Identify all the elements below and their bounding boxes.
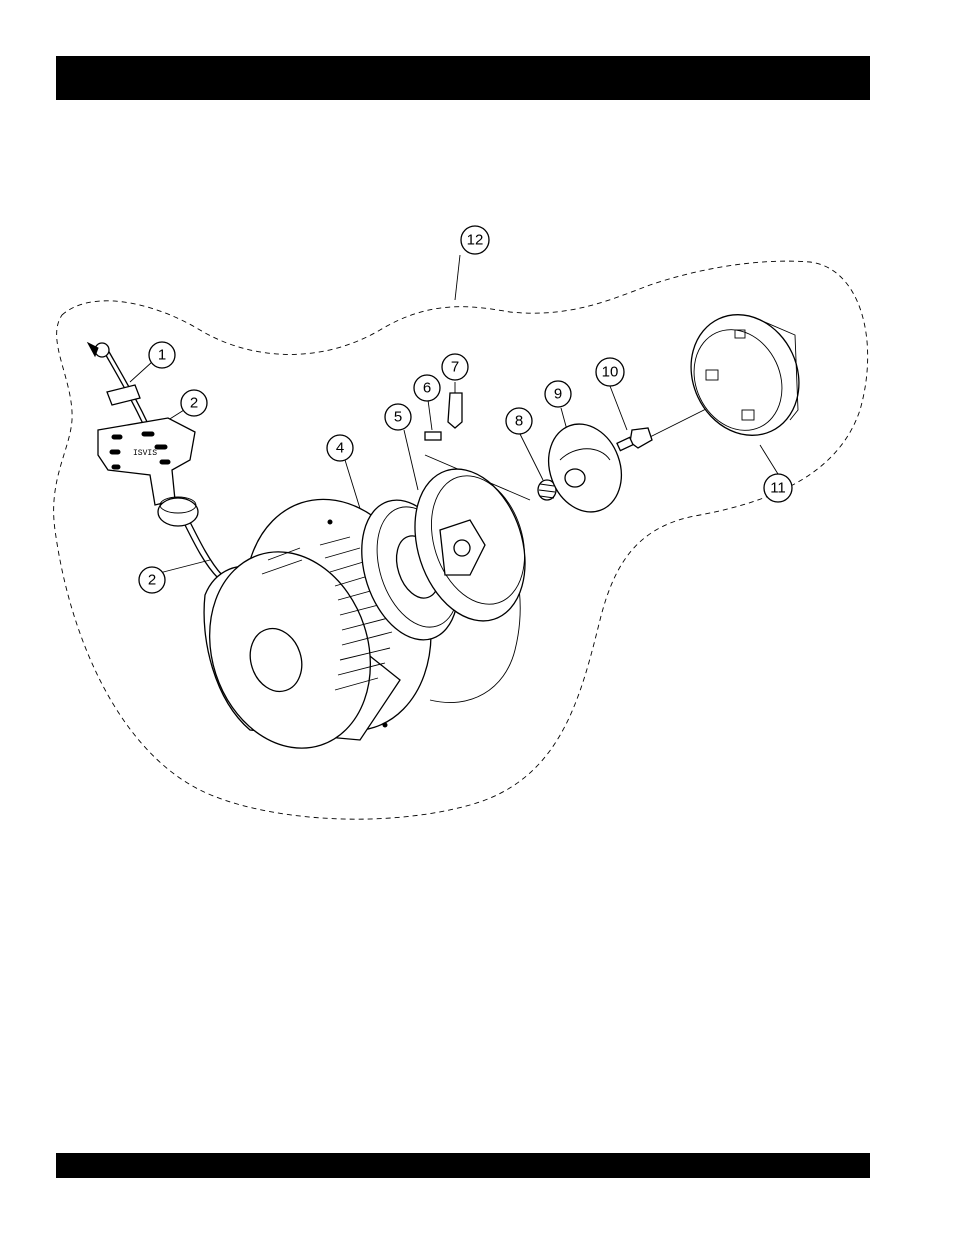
callout-10-label: 10: [602, 364, 619, 381]
callout-5: 5: [385, 404, 411, 430]
callout-1-label: 1: [158, 347, 166, 364]
callout-4: 4: [327, 435, 353, 461]
callout-12-label: 12: [467, 232, 484, 249]
callout-11-label: 11: [770, 480, 786, 497]
callout-12: 12: [461, 226, 489, 254]
callout-5-label: 5: [394, 409, 402, 426]
callout-2a: 2: [181, 390, 207, 416]
starter-handle: ISVIS: [98, 418, 198, 526]
ratchet-cup: [672, 297, 819, 453]
callout-1: 1: [149, 342, 175, 368]
callout-7-label: 7: [451, 359, 459, 376]
friction-plate: [537, 414, 634, 523]
callout-2b-label: 2: [148, 572, 156, 589]
pawl-spring: [425, 432, 441, 440]
ratchet-pawl: [448, 393, 462, 428]
callout-4-label: 4: [336, 440, 344, 457]
callout-2b: 2: [139, 567, 165, 593]
callout-9-label: 9: [554, 386, 562, 403]
callout-6: 6: [414, 375, 440, 401]
callout-2a-label: 2: [190, 395, 198, 412]
callout-11: 11: [764, 474, 792, 502]
callout-7: 7: [442, 354, 468, 380]
center-bolt: [617, 428, 652, 451]
callout-10: 10: [596, 358, 624, 386]
callout-8: 8: [506, 408, 532, 434]
callout-6-label: 6: [423, 380, 431, 397]
rope-clip: [88, 343, 140, 405]
callout-9: 9: [545, 381, 571, 407]
callout-8-label: 8: [515, 413, 523, 430]
svg-text:ISVIS: ISVIS: [133, 449, 157, 458]
